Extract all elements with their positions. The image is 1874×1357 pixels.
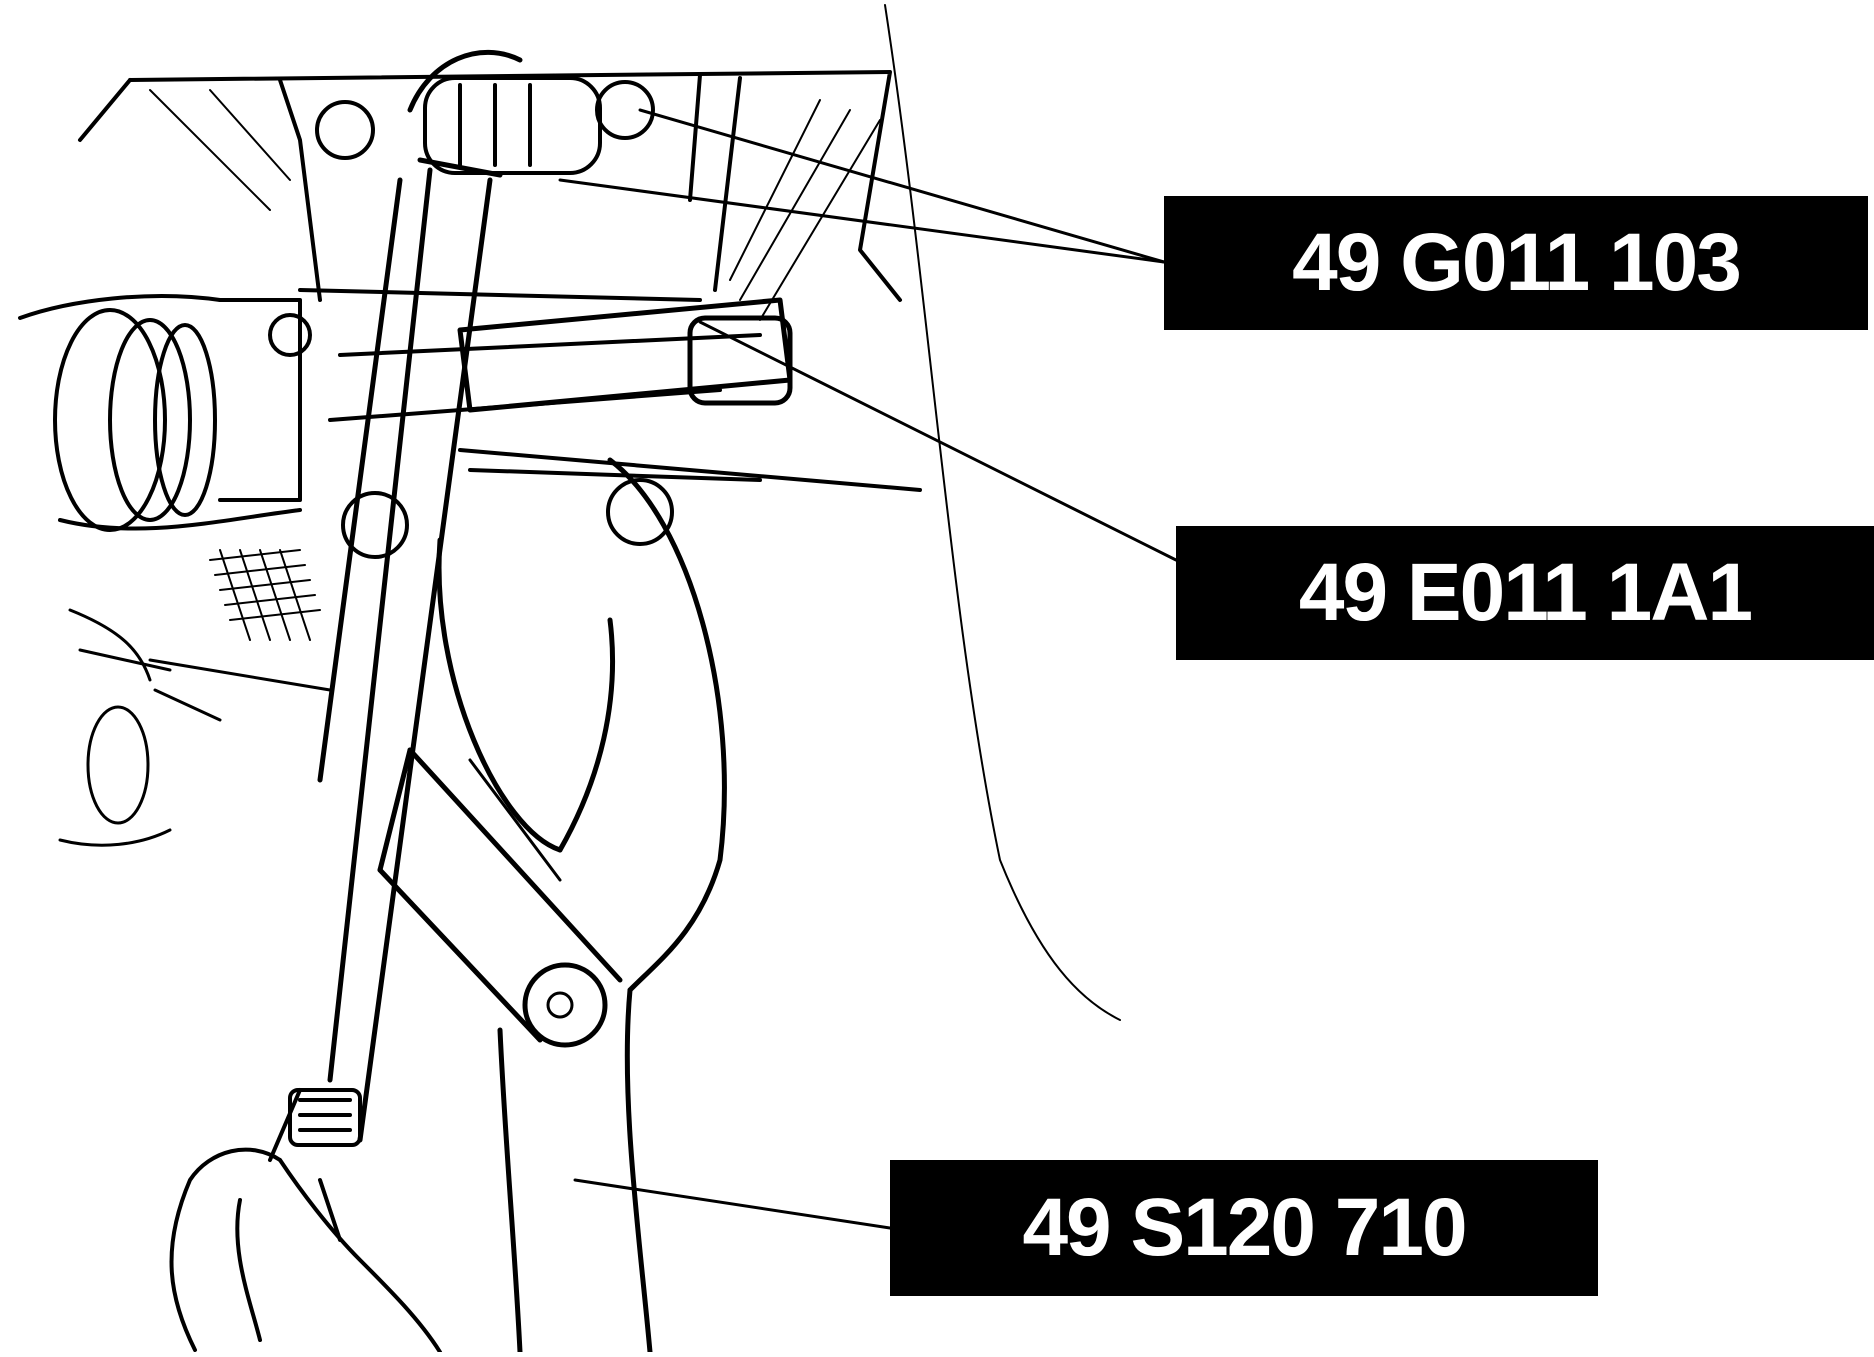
holder-arm bbox=[377, 297, 793, 1355]
callout-part-number-2: 49 E011 1A1 bbox=[1176, 526, 1874, 660]
lower-bracket bbox=[58, 608, 332, 847]
body-edge-line bbox=[884, 4, 1121, 1021]
leader-lines bbox=[558, 108, 1178, 1230]
top-bolts bbox=[268, 76, 674, 559]
drive-shaft bbox=[18, 294, 302, 532]
transmission-case bbox=[78, 70, 922, 492]
ratchet-handle bbox=[317, 49, 523, 1143]
callout-part-number-1: 49 G011 103 bbox=[1164, 196, 1868, 330]
callout-part-number-3: 49 S120 710 bbox=[890, 1160, 1598, 1296]
crosshatch-area bbox=[209, 549, 321, 641]
hand bbox=[169, 1088, 442, 1354]
